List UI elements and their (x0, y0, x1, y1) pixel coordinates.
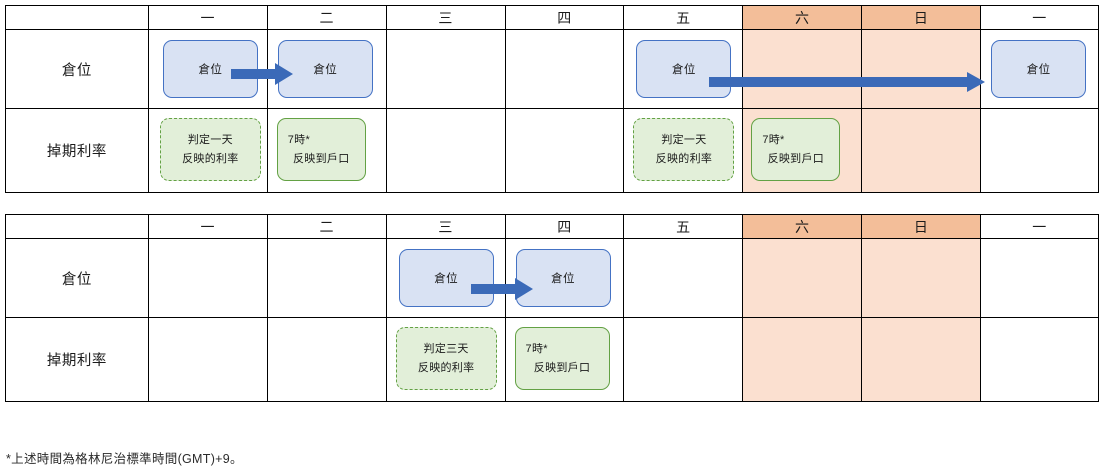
table2-header-corner (5, 214, 149, 239)
table2-cell-rate-thu: 7時* 反映到戶口 (504, 317, 625, 402)
rate-box-dashed: 判定三天 反映的利率 (395, 327, 497, 390)
position-box: 倉位 (277, 40, 373, 98)
rate-box-line2: 反映的利率 (417, 361, 475, 374)
table1-cell-rate-mon2 (980, 108, 1099, 193)
table2-cell-position-tue (266, 238, 387, 318)
table1-header-row: 一 二 三 四 五 六 日 一 (5, 5, 1099, 30)
table2-cell-rate-sun (861, 317, 982, 402)
table2-header-wed: 三 (385, 214, 506, 239)
table1-cell-position-mon2: 倉位 (980, 29, 1099, 109)
rate-box-line2: 反映到戶口 (293, 152, 350, 165)
table1-header-mon: 一 (147, 5, 268, 30)
arrow-mon-to-tue-icon (231, 63, 293, 85)
table2-cell-position-wed: 倉位 (385, 238, 506, 318)
table2-cell-rate-fri (623, 317, 744, 402)
rate-box-solid: 7時* 反映到戶口 (751, 118, 841, 181)
rate-box-line2: 反映的利率 (182, 152, 239, 165)
position-box: 倉位 (515, 249, 611, 307)
table1-cell-position-wed (385, 29, 506, 109)
rate-box-line1: 判定三天 (423, 343, 469, 356)
table1-cell-rate-fri: 判定一天 反映的利率 (623, 108, 744, 193)
table2-rowlabel-position: 倉位 (5, 238, 149, 318)
table1-row-position: 倉位 倉位 倉位 倉位 倉位 (5, 29, 1099, 109)
table2-cell-rate-wed: 判定三天 反映的利率 (385, 317, 506, 402)
table2-header-sat: 六 (742, 214, 863, 239)
rate-box-line1: 7時* (525, 343, 548, 356)
table2-cell-position-sat (742, 238, 863, 318)
rate-box-line1: 7時* (287, 134, 311, 147)
table1-header-sun: 日 (861, 5, 982, 30)
table1-rowlabel-rate: 掉期利率 (5, 108, 149, 193)
rate-box-line2: 反映到戶口 (533, 361, 591, 374)
table2-header-row: 一 二 三 四 五 六 日 一 (5, 214, 1099, 239)
table2-row-position: 倉位 倉位 倉位 (5, 238, 1099, 318)
position-box: 倉位 (991, 40, 1087, 98)
table1-cell-rate-mon: 判定一天 反映的利率 (147, 108, 268, 193)
table1-header-thu: 四 (504, 5, 625, 30)
table1-cell-rate-wed (385, 108, 506, 193)
rate-box-dashed: 判定一天 反映的利率 (633, 118, 735, 181)
table2-cell-rate-mon (147, 317, 268, 402)
table1-cell-rate-thu (504, 108, 625, 193)
table1-cell-rate-sun (861, 108, 982, 193)
table1-header-mon2: 一 (980, 5, 1099, 30)
table2-cell-rate-tue (266, 317, 387, 402)
schedule-table-week-1: 一 二 三 四 五 六 日 一 倉位 倉位 倉位 (5, 5, 1099, 193)
rate-box-line2: 反映到戶口 (767, 152, 825, 165)
table2-header-mon2: 一 (980, 214, 1099, 239)
table2-header-fri: 五 (623, 214, 744, 239)
table2-row-rate: 掉期利率 判定三天 反映的利率 7時* 反映到戶口 (5, 317, 1099, 402)
rate-box-dashed: 判定一天 反映的利率 (159, 118, 261, 181)
table2-cell-rate-mon2 (980, 317, 1099, 402)
rate-box-line2: 反映的利率 (655, 152, 713, 165)
arrow-wed-to-thu-icon (471, 278, 533, 300)
table2-cell-position-mon2 (980, 238, 1099, 318)
table1-row-rate: 掉期利率 判定一天 反映的利率 7時* 反映到戶口 (5, 108, 1099, 193)
table1-cell-rate-sat: 7時* 反映到戶口 (742, 108, 863, 193)
table1-cell-rate-tue: 7時* 反映到戶口 (266, 108, 387, 193)
rate-box-line1: 判定一天 (187, 134, 233, 147)
table1-header-wed: 三 (385, 5, 506, 30)
table1-cell-position-sat (742, 29, 863, 109)
rate-box-solid: 7時* 反映到戶口 (514, 327, 610, 390)
table2-cell-position-sun (861, 238, 982, 318)
position-box: 倉位 (636, 40, 732, 98)
rate-box-line1: 判定一天 (661, 134, 707, 147)
table2-header-sun: 日 (861, 214, 982, 239)
table2-cell-rate-sat (742, 317, 863, 402)
table2-header-tue: 二 (266, 214, 387, 239)
table1-header-fri: 五 (623, 5, 744, 30)
table1-header-tue: 二 (266, 5, 387, 30)
table1-rowlabel-position: 倉位 (5, 29, 149, 109)
schedule-table-week-2: 一 二 三 四 五 六 日 一 倉位 倉位 倉位 (5, 214, 1099, 402)
table2-cell-position-mon (147, 238, 268, 318)
table2-cell-position-fri (623, 238, 744, 318)
table2-header-thu: 四 (504, 214, 625, 239)
table1-cell-position-thu (504, 29, 625, 109)
footnote-gmt-note: *上述時間為格林尼治標準時間(GMT)+9。 (6, 452, 243, 466)
table1-header-corner (5, 5, 149, 30)
table2-header-mon: 一 (147, 214, 268, 239)
table1-cell-position-sun (861, 29, 982, 109)
position-box: 倉位 (398, 249, 494, 307)
rate-box-line1: 7時* (762, 134, 785, 147)
rate-box-solid: 7時* 反映到戶口 (276, 118, 366, 181)
table1-header-sat: 六 (742, 5, 863, 30)
table1-cell-position-fri: 倉位 (623, 29, 744, 109)
table2-rowlabel-rate: 掉期利率 (5, 317, 149, 402)
arrow-fri-to-mon-icon (709, 72, 985, 92)
